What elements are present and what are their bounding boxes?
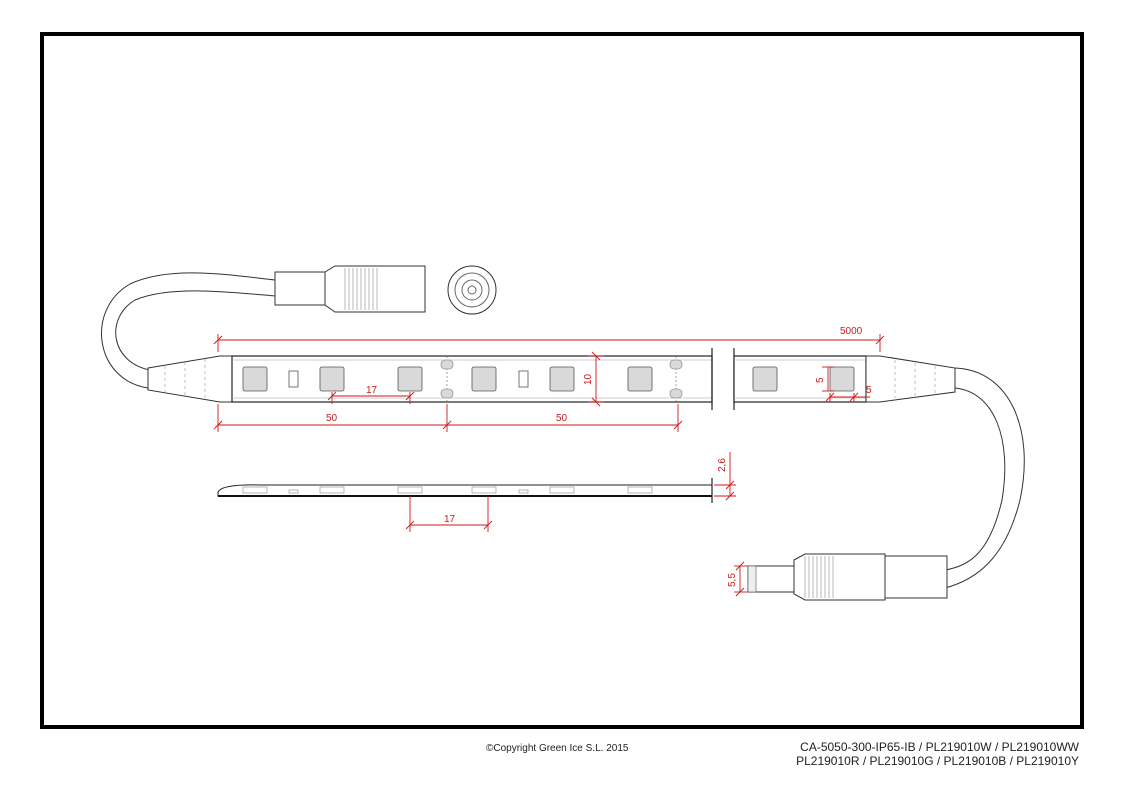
copyright-text: ©Copyright Green Ice S.L. 2015 [486, 743, 629, 754]
resistor [518, 370, 529, 388]
strip-side-view [217, 478, 713, 503]
resistor [288, 370, 299, 388]
led-chip [549, 366, 575, 392]
drawing-frame [40, 32, 1084, 729]
break-marks [711, 348, 735, 410]
led-chip [829, 366, 855, 392]
led-chip [242, 366, 268, 392]
end-cap-left [147, 355, 233, 403]
dim-segment-2: 50 [556, 413, 568, 424]
dim-total-length: 5000 [840, 326, 863, 337]
led-chip [627, 366, 653, 392]
dim-strip-thickness: 2,6 [717, 458, 728, 472]
led-chip [471, 366, 497, 392]
model-line-1: CA-5050-300-IP65-IB / PL219010W / PL2190… [800, 740, 1079, 754]
strip-top-view [231, 355, 713, 403]
end-cap-right [865, 355, 956, 403]
dim-led-pitch-side: 17 [444, 514, 456, 525]
male-dc-plug [747, 553, 948, 601]
connector-end-view [447, 265, 497, 315]
cable-left-inner [115, 290, 276, 371]
dimension-lines [213, 334, 885, 597]
dim-led-width: 5 [866, 385, 872, 396]
led-chip [319, 366, 345, 392]
dim-led-pitch-top: 17 [366, 385, 378, 396]
dim-plug-diameter: 5,5 [727, 573, 738, 587]
dim-segment-1: 50 [326, 413, 338, 424]
led-chip [752, 366, 778, 392]
cable-right-outer [944, 367, 1025, 589]
female-connector [274, 265, 426, 313]
strip-top-view-end [733, 355, 867, 403]
cable-left-outer [101, 272, 276, 389]
model-numbers: CA-5050-300-IP65-IB / PL219010W / PL2190… [796, 740, 1079, 768]
dim-strip-width: 10 [583, 373, 594, 385]
led-chip [397, 366, 423, 392]
dim-led-height: 5 [815, 377, 826, 383]
model-line-2: PL219010R / PL219010G / PL219010B / PL21… [796, 754, 1079, 768]
cable-right-inner [944, 387, 1006, 571]
